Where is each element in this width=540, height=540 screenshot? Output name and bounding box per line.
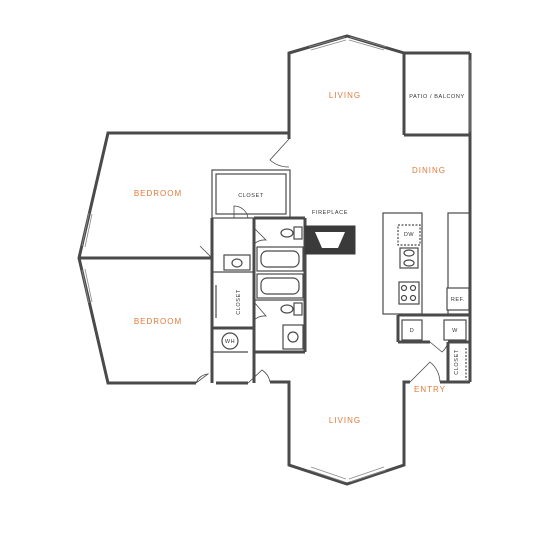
label-closet-entry: CLOSET [454,349,460,375]
label-closet-middle: CLOSET [236,289,242,315]
windows [81,36,471,483]
sink-lower-icon [282,324,304,350]
sink-upper-icon [223,254,251,271]
label-dining: DINING [412,166,446,175]
toilet-lower-icon [280,302,303,316]
label-water-heater: WH [225,339,235,345]
label-bedroom-upper: BEDROOM [134,189,182,198]
fixture-labels: PATIO / BALCONY CLOSET FIREPLACE DW REF.… [225,94,465,375]
label-patio: PATIO / BALCONY [409,94,465,100]
toilet-upper-icon [280,226,303,240]
label-washer: W [452,328,458,334]
label-ref: REF. [451,297,465,303]
room-labels: LIVING DINING BEDROOM BEDROOM LIVING ENT… [134,91,446,425]
label-dryer: D [410,328,415,334]
bathtub-lower-icon [256,273,304,299]
doors [195,138,449,384]
label-closet-upper: CLOSET [238,193,264,199]
label-bedroom-lower: BEDROOM [134,317,182,326]
fixtures [215,212,471,380]
label-fireplace: FIREPLACE [312,210,348,216]
label-dw: DW [404,232,415,238]
interior-walls [210,169,470,383]
label-entry: ENTRY [414,385,446,394]
bathtub-upper-icon [256,246,304,272]
label-living-top: LIVING [329,91,361,100]
label-living-bottom: LIVING [329,416,361,425]
